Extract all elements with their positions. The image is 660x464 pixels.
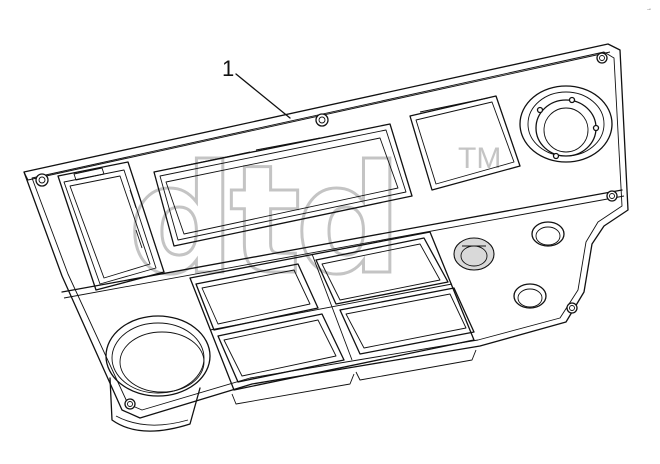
tray-lower-left — [217, 313, 345, 383]
cup-holder — [105, 315, 211, 432]
tray-upper-right — [315, 237, 449, 305]
tray-upper-left — [195, 263, 319, 331]
mounting-hole-inner — [127, 401, 133, 407]
mounting-hole — [315, 113, 329, 127]
mounting-hole-inner — [569, 305, 575, 311]
tray-lower-right — [339, 287, 475, 355]
tray-outer — [189, 231, 475, 391]
corner-mark: → — [646, 6, 652, 12]
mounting-hole — [566, 302, 578, 314]
mounting-hole — [124, 398, 136, 410]
mounting-hole — [606, 190, 618, 202]
callout-label: 1 — [222, 56, 234, 81]
callout-1: 1 — [222, 56, 291, 119]
square-opening — [409, 95, 521, 191]
gauge-opening — [519, 85, 613, 163]
mounting-hole-inner — [599, 55, 605, 61]
watermark-text: dtd — [128, 134, 396, 308]
panel-top-edge — [23, 51, 611, 181]
callout-leader-line — [235, 73, 291, 119]
mounting-hole-inner — [38, 176, 46, 184]
mounting-hole — [596, 52, 608, 64]
mounting-holes — [35, 52, 618, 410]
panel-fold-line-secondary — [63, 195, 625, 299]
mounting-hole — [35, 173, 49, 187]
mounting-hole-inner — [318, 116, 326, 124]
left-switch-opening — [57, 161, 165, 291]
panel-outline — [23, 43, 629, 419]
trademark-symbol: TM — [458, 142, 501, 175]
storage-trays — [189, 231, 477, 405]
display-opening — [153, 123, 413, 247]
mounting-hole-inner — [609, 193, 615, 199]
panel-fold-line — [61, 189, 623, 293]
round-switch-openings — [453, 221, 565, 309]
